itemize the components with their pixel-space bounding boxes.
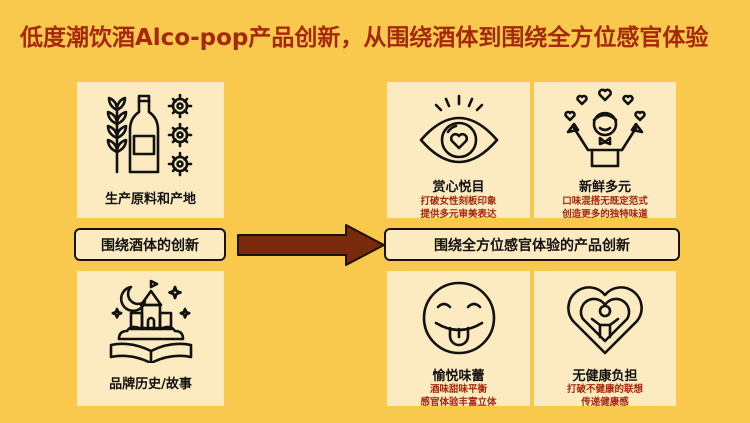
page-title: 低度潮饮酒Alco-pop产品创新，从围绕酒体到围绕全方位感官体验 [20, 25, 709, 51]
card-taste-pleasure: 愉悦味蕾 酒味甜味平衡 感官体验丰富立体 [387, 271, 530, 408]
arrow-right-icon [236, 224, 386, 266]
card-raw-materials-label: 生产原料和产地 [104, 192, 196, 207]
cheering-person-hearts-icon [560, 86, 650, 170]
card-visual-pleasure: 赏心悦目 打破女性刻板印象 提供多元审美表达 [387, 82, 530, 220]
card-taste-pleasure-title: 愉悦味蕾 [432, 369, 485, 384]
card-fresh-diverse-line1: 口味混搭无既定范式 [562, 196, 648, 207]
card-no-health-burden-title: 无健康负担 [572, 369, 638, 384]
card-no-health-burden: 无健康负担 打破不健康的联想 传递健康感 [534, 271, 676, 408]
heart-person-icon [564, 281, 646, 357]
card-taste-pleasure-line2: 感官体验丰富立体 [420, 397, 497, 408]
card-taste-pleasure-line1: 酒味甜味平衡 [429, 384, 487, 395]
pill-liquor-innovation: 围绕酒体的创新 [74, 228, 226, 261]
pill-sensory-innovation: 围绕全方位感官体验的产品创新 [384, 228, 680, 261]
card-fresh-diverse-title: 新鲜多元 [578, 180, 631, 195]
eye-heart-icon [418, 94, 500, 168]
card-brand-history-label: 品牌历史/故事 [109, 377, 192, 392]
card-brand-history: 品牌历史/故事 [77, 271, 224, 406]
storybook-castle-icon [105, 279, 197, 363]
wheat-bottle-gear-icon [103, 92, 199, 178]
card-raw-materials: 生产原料和产地 [77, 82, 224, 218]
card-visual-pleasure-title: 赏心悦目 [432, 180, 485, 195]
card-visual-pleasure-line1: 打破女性刻板印象 [420, 196, 497, 207]
card-no-health-burden-line2: 传递健康感 [581, 397, 629, 408]
card-fresh-diverse-line2: 创造更多的独特味道 [562, 209, 648, 220]
tongue-face-icon [420, 279, 498, 357]
card-visual-pleasure-line2: 提供多元审美表达 [420, 209, 497, 220]
card-no-health-burden-line1: 打破不健康的联想 [566, 384, 643, 395]
card-fresh-diverse: 新鲜多元 口味混搭无既定范式 创造更多的独特味道 [534, 82, 676, 220]
